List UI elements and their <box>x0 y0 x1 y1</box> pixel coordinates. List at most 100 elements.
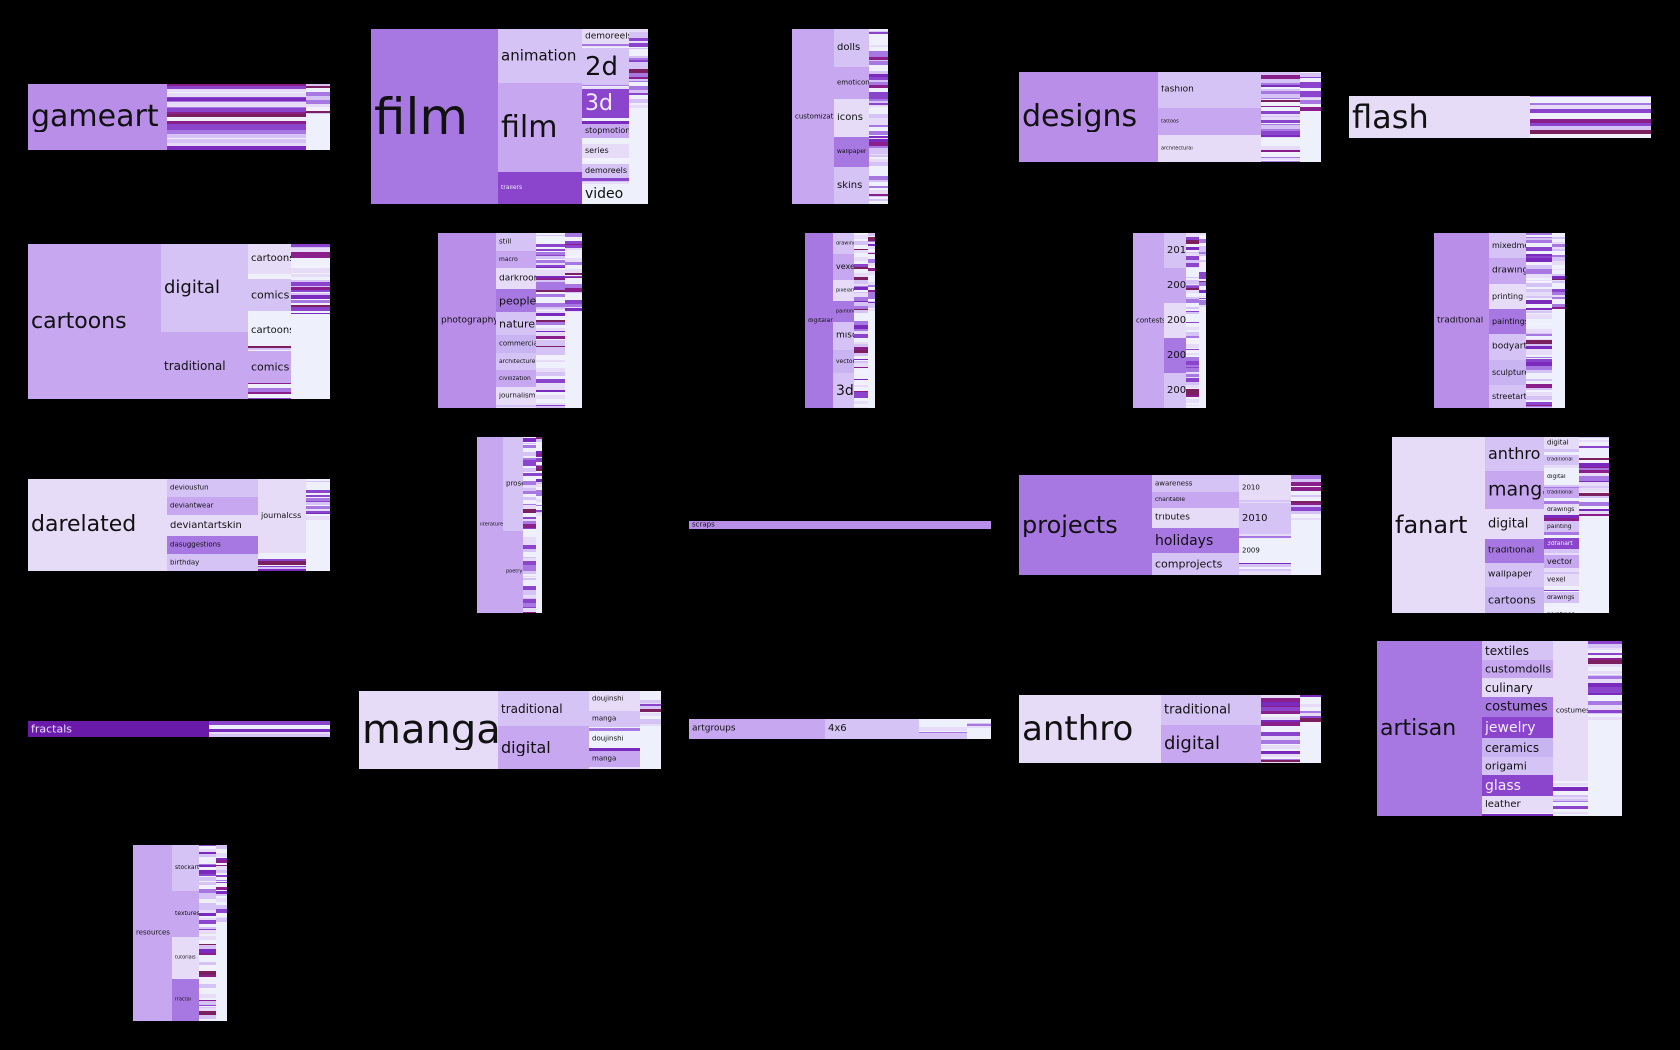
treemap-node-3dfanart[interactable]: 3dfanart <box>1544 538 1579 549</box>
treemap-node-textures[interactable]: textures <box>172 891 199 937</box>
treemap-node-drawings[interactable]: drawings <box>1544 592 1579 603</box>
treemap-node-demoreels[interactable]: demoreels <box>582 164 629 178</box>
treemap-node-resources[interactable]: resources <box>133 845 172 1021</box>
treemap-group-contests[interactable]: contests20102009200820062007 <box>1133 233 1206 408</box>
treemap-node-projects[interactable]: projects <box>1019 475 1152 575</box>
treemap-node-artisan[interactable]: artisan <box>1377 641 1482 816</box>
treemap-group-literature[interactable]: literatureprosepoetry <box>477 437 542 613</box>
treemap-node-deviousfun[interactable]: deviousfun <box>167 479 258 497</box>
treemap-node-2010[interactable]: 2010 <box>1164 233 1186 268</box>
treemap-node-fanart[interactable]: fanart <box>1392 437 1485 613</box>
treemap-node-emoticons[interactable]: emoticons <box>834 67 869 99</box>
treemap-node-nature[interactable]: nature <box>496 312 536 335</box>
treemap-node-stopmotion[interactable]: stopmotion <box>582 124 629 138</box>
treemap-group-gameart[interactable]: gameart <box>28 84 330 150</box>
treemap-node-ceramics[interactable]: ceramics <box>1482 738 1553 757</box>
treemap-node-artgroups[interactable]: artgroups <box>689 719 825 739</box>
treemap-node-darkroom[interactable]: darkroom <box>496 268 536 289</box>
treemap-node-still[interactable]: still <box>496 233 536 251</box>
treemap-node-fractal[interactable]: fractal <box>172 979 199 1021</box>
treemap-node-wallpaper[interactable]: wallpaper <box>1485 563 1544 587</box>
treemap-node-comics[interactable]: comics <box>248 279 291 311</box>
treemap-node-vector[interactable]: vector <box>833 350 854 373</box>
treemap-node-paintings[interactable]: paintings <box>1544 609 1579 613</box>
treemap-node-2007[interactable]: 2007 <box>1164 373 1186 408</box>
treemap-node-literature[interactable]: literature <box>477 437 503 613</box>
treemap-node-digital[interactable]: digital <box>1161 725 1261 763</box>
treemap-node-traditional[interactable]: traditional <box>498 691 589 726</box>
treemap-node-people[interactable]: people <box>496 289 536 312</box>
treemap-group-flash[interactable]: flash <box>1349 96 1651 138</box>
treemap-node-doujinshi[interactable]: doujinshi <box>589 691 640 707</box>
treemap-node-comprojects[interactable]: comprojects <box>1152 553 1239 575</box>
treemap-node-vexel[interactable]: vexel <box>1544 574 1579 586</box>
treemap-node-fractals[interactable]: fractals <box>28 721 209 737</box>
treemap-node-costumes[interactable]: costumes <box>1482 697 1553 717</box>
treemap-node-2006[interactable]: 2006 <box>1164 338 1186 373</box>
treemap-node-sculpture[interactable]: sculpture <box>1489 360 1526 385</box>
treemap-node-charitable[interactable]: charitable <box>1152 492 1239 508</box>
treemap-node-traditional[interactable]: traditional <box>1544 488 1579 498</box>
treemap-group-fanart[interactable]: fanartanthromangadigitaltraditionalwallp… <box>1392 437 1609 613</box>
treemap-node-traditional[interactable]: traditional <box>1544 455 1579 465</box>
treemap-node-traditional[interactable]: traditional <box>1434 233 1489 408</box>
treemap-node-architecture[interactable]: architecture <box>496 353 536 370</box>
treemap-node-journalism[interactable]: journalism <box>496 387 536 405</box>
treemap-node-bodyart[interactable]: bodyart <box>1489 334 1526 360</box>
treemap-node-3d[interactable]: 3d <box>833 373 854 408</box>
treemap-node-printing[interactable]: printing <box>1489 284 1526 309</box>
treemap-node-vector[interactable]: vector <box>1544 555 1579 568</box>
treemap-node-cartoons[interactable]: cartoons <box>248 316 291 346</box>
treemap-node-drawings[interactable]: drawings <box>1544 504 1579 515</box>
treemap-node-cartoons[interactable]: cartoons <box>248 244 291 274</box>
treemap-node-painting[interactable]: painting <box>1544 521 1579 532</box>
treemap-node-stockart[interactable]: stockart <box>172 845 199 891</box>
treemap-node-poetry[interactable]: poetry <box>503 531 523 613</box>
treemap-node-icons[interactable]: icons <box>834 99 869 137</box>
treemap-node-anthro[interactable]: anthro <box>1019 695 1161 763</box>
treemap-node-video[interactable]: video <box>582 184 629 204</box>
treemap-node-fashion[interactable]: fashion <box>1158 72 1261 108</box>
treemap-node-anthro[interactable]: anthro <box>1485 437 1544 471</box>
treemap-node-mixedmedia[interactable]: mixedmedia <box>1489 233 1526 258</box>
treemap-node-2008[interactable]: 2008 <box>1164 303 1186 338</box>
treemap-group-digitalart[interactable]: digitalartdrawingsvexelpixelartpaintings… <box>805 233 875 408</box>
treemap-node-birthday[interactable]: birthday <box>167 554 258 571</box>
treemap-node-manga[interactable]: manga <box>589 751 640 767</box>
treemap-node-tributes[interactable]: tributes <box>1152 508 1239 528</box>
treemap-group-traditional[interactable]: traditionalmixedmediadrawingsprintingpai… <box>1434 233 1565 408</box>
treemap-node-traditional[interactable]: traditional <box>1485 539 1544 563</box>
treemap-node-flash[interactable]: flash <box>1349 96 1530 138</box>
treemap-node-traditional[interactable]: traditional <box>161 332 248 399</box>
treemap-node-civilization[interactable]: civilization <box>496 370 536 387</box>
treemap-node-digital[interactable]: digital <box>161 244 248 332</box>
treemap-node-culinary[interactable]: culinary <box>1482 678 1553 697</box>
treemap-node-comics[interactable]: comics <box>248 351 291 383</box>
treemap-node-film[interactable]: film <box>498 83 582 172</box>
treemap-node-paintings[interactable]: paintings <box>1489 309 1526 334</box>
treemap-node-journalcss[interactable]: journalcss <box>258 479 306 553</box>
treemap-node-photography[interactable]: photography <box>438 233 496 408</box>
treemap-node-cartoons[interactable]: cartoons <box>1485 587 1544 613</box>
treemap-node-2009[interactable]: 2009 <box>1239 538 1291 563</box>
treemap-node-pixelart[interactable]: pixelart <box>833 280 854 301</box>
treemap-group-fractals[interactable]: fractals <box>28 721 330 737</box>
treemap-node-jewelry[interactable]: jewelry <box>1482 717 1553 738</box>
treemap-node-2010[interactable]: 2010 <box>1239 504 1291 534</box>
treemap-node-misc[interactable]: misc <box>833 322 854 350</box>
treemap-node-cartoons[interactable]: cartoons <box>28 244 161 399</box>
treemap-node-glass[interactable]: glass <box>1482 775 1553 796</box>
treemap-node-contests[interactable]: contests <box>1133 233 1164 408</box>
treemap-node-costumes[interactable]: costumes <box>1553 641 1588 781</box>
treemap-node-digitalart[interactable]: digitalart <box>805 233 833 408</box>
treemap-node-wallpaper[interactable]: wallpaper <box>834 137 869 167</box>
treemap-node-streetart[interactable]: streetart <box>1489 385 1526 408</box>
treemap-node-demoreels[interactable]: demoreels <box>582 29 629 44</box>
treemap-node-manga[interactable]: manga <box>589 711 640 727</box>
